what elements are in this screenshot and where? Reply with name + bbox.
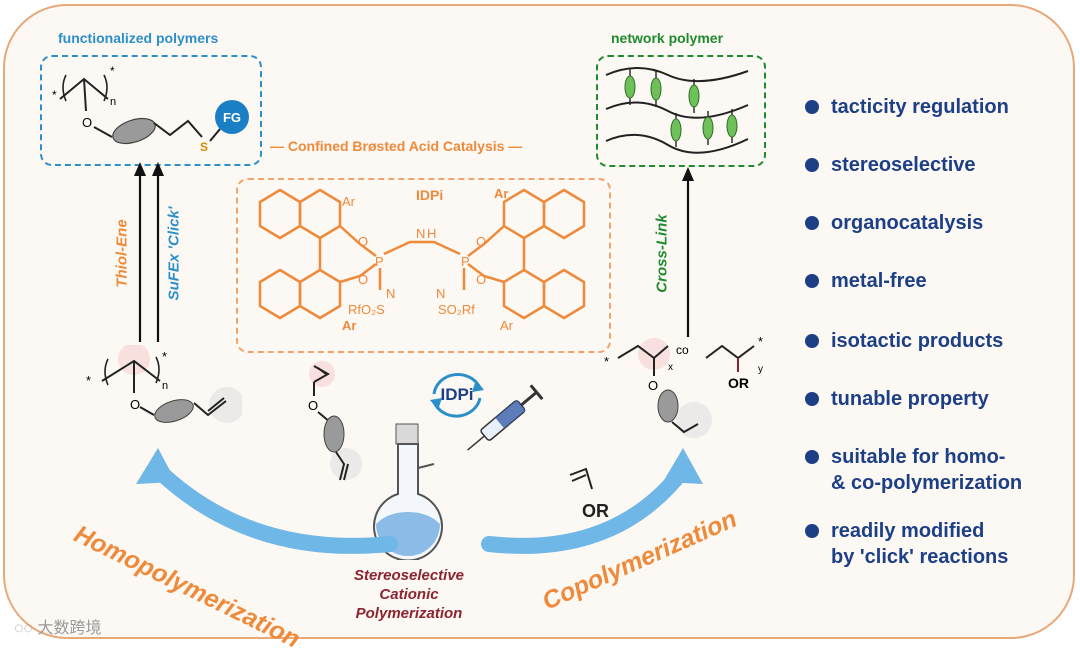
svg-text:O: O — [358, 272, 368, 287]
svg-text:P: P — [375, 254, 384, 269]
feature-item: stereoselective — [805, 152, 1065, 210]
svg-text:S: S — [200, 140, 208, 154]
or-label: OR — [582, 501, 609, 521]
svg-text:N: N — [436, 286, 445, 301]
svg-text:H: H — [427, 226, 436, 241]
svg-text:*: * — [604, 354, 609, 369]
network-polymer-structure — [605, 67, 749, 154]
feature-item: tunable property — [805, 386, 1065, 444]
svg-text:*: * — [86, 373, 91, 388]
idpi-structure-title: IDPi — [416, 187, 443, 203]
svg-text:*: * — [52, 88, 57, 102]
svg-text:O: O — [476, 234, 486, 249]
idpi-badge-label: IDPi — [440, 385, 473, 404]
svg-text:OR: OR — [728, 375, 749, 391]
copolymerization-arrow — [481, 448, 703, 554]
syringe-icon — [467, 384, 544, 451]
idpi-catalyst-box — [236, 178, 611, 353]
watermark-icon: ◌◌ — [14, 620, 38, 637]
svg-text:co: co — [676, 343, 689, 357]
feature-item: suitable for homo-& co-polymerization — [805, 444, 1065, 518]
copolymer-structure: * * x co y O OR — [604, 334, 763, 438]
svg-text:x: x — [668, 362, 673, 373]
vinyl-ether-monomer: OR — [569, 467, 609, 521]
watermark: ◌◌ 大数跨境 — [14, 620, 102, 637]
homopolymerization-arrow — [136, 448, 398, 554]
functionalized-polymer-box — [40, 55, 262, 166]
svg-text:*: * — [758, 334, 763, 349]
center-caption: Stereoselective Cationic Polymerization — [353, 567, 465, 622]
svg-text:N: N — [416, 226, 425, 241]
feature-item: tacticity regulation — [805, 94, 1065, 152]
fg-label: FG — [223, 110, 241, 125]
functionalization-arrows — [134, 162, 164, 342]
idpi-catalyst-structure: Ar Ar Ar Ar IDPi O O O O P P N H N N RfO… — [258, 186, 586, 333]
functionalized-polymers-label: functionalized polymers — [58, 30, 219, 46]
svg-text:O: O — [130, 397, 140, 412]
svg-text:y: y — [758, 364, 763, 375]
svg-text:P: P — [461, 254, 470, 269]
svg-text:Ar: Ar — [494, 186, 508, 201]
svg-text:N: N — [386, 286, 395, 301]
svg-text:SO₂Rf: SO₂Rf — [438, 302, 475, 317]
svg-text:Ar: Ar — [500, 318, 514, 333]
network-polymer-box — [596, 55, 766, 167]
svg-text:Ar: Ar — [342, 194, 356, 209]
figure-panel — [3, 4, 1075, 639]
features-list: tacticity regulation stereoselective org… — [805, 94, 1065, 570]
cross-link-arrow — [682, 167, 694, 337]
network-polymer-label: network polymer — [611, 30, 724, 46]
sufex-click-label: SuFEx 'Click' — [165, 206, 183, 301]
homopolymer-structure: * * n O — [86, 345, 242, 423]
svg-text:O: O — [648, 378, 658, 393]
divinyl-monomer: O — [308, 361, 362, 481]
feature-item: metal-free — [805, 268, 1065, 328]
svg-text:n: n — [110, 96, 116, 108]
svg-text:*: * — [110, 64, 115, 78]
functionalized-polymer-structure: * * n O S FG — [52, 64, 249, 154]
svg-text:*: * — [162, 349, 167, 364]
svg-text:O: O — [308, 398, 318, 413]
svg-text:Ar: Ar — [342, 318, 356, 333]
svg-text:RfO₂S: RfO₂S — [348, 302, 385, 317]
svg-text:O: O — [476, 272, 486, 287]
feature-item: isotactic products — [805, 328, 1065, 386]
catalysis-title: — Confined Brøsted Acid Catalysis — — [270, 138, 523, 154]
svg-text:O: O — [358, 234, 368, 249]
thiol-ene-label: Thiol-Ene — [113, 219, 131, 288]
svg-text:O: O — [82, 115, 92, 130]
idpi-catalyst-badge: IDPi — [430, 372, 484, 418]
svg-text:n: n — [162, 380, 168, 392]
cross-link-label: Cross-Link — [653, 214, 671, 293]
feature-item: organocatalysis — [805, 210, 1065, 268]
